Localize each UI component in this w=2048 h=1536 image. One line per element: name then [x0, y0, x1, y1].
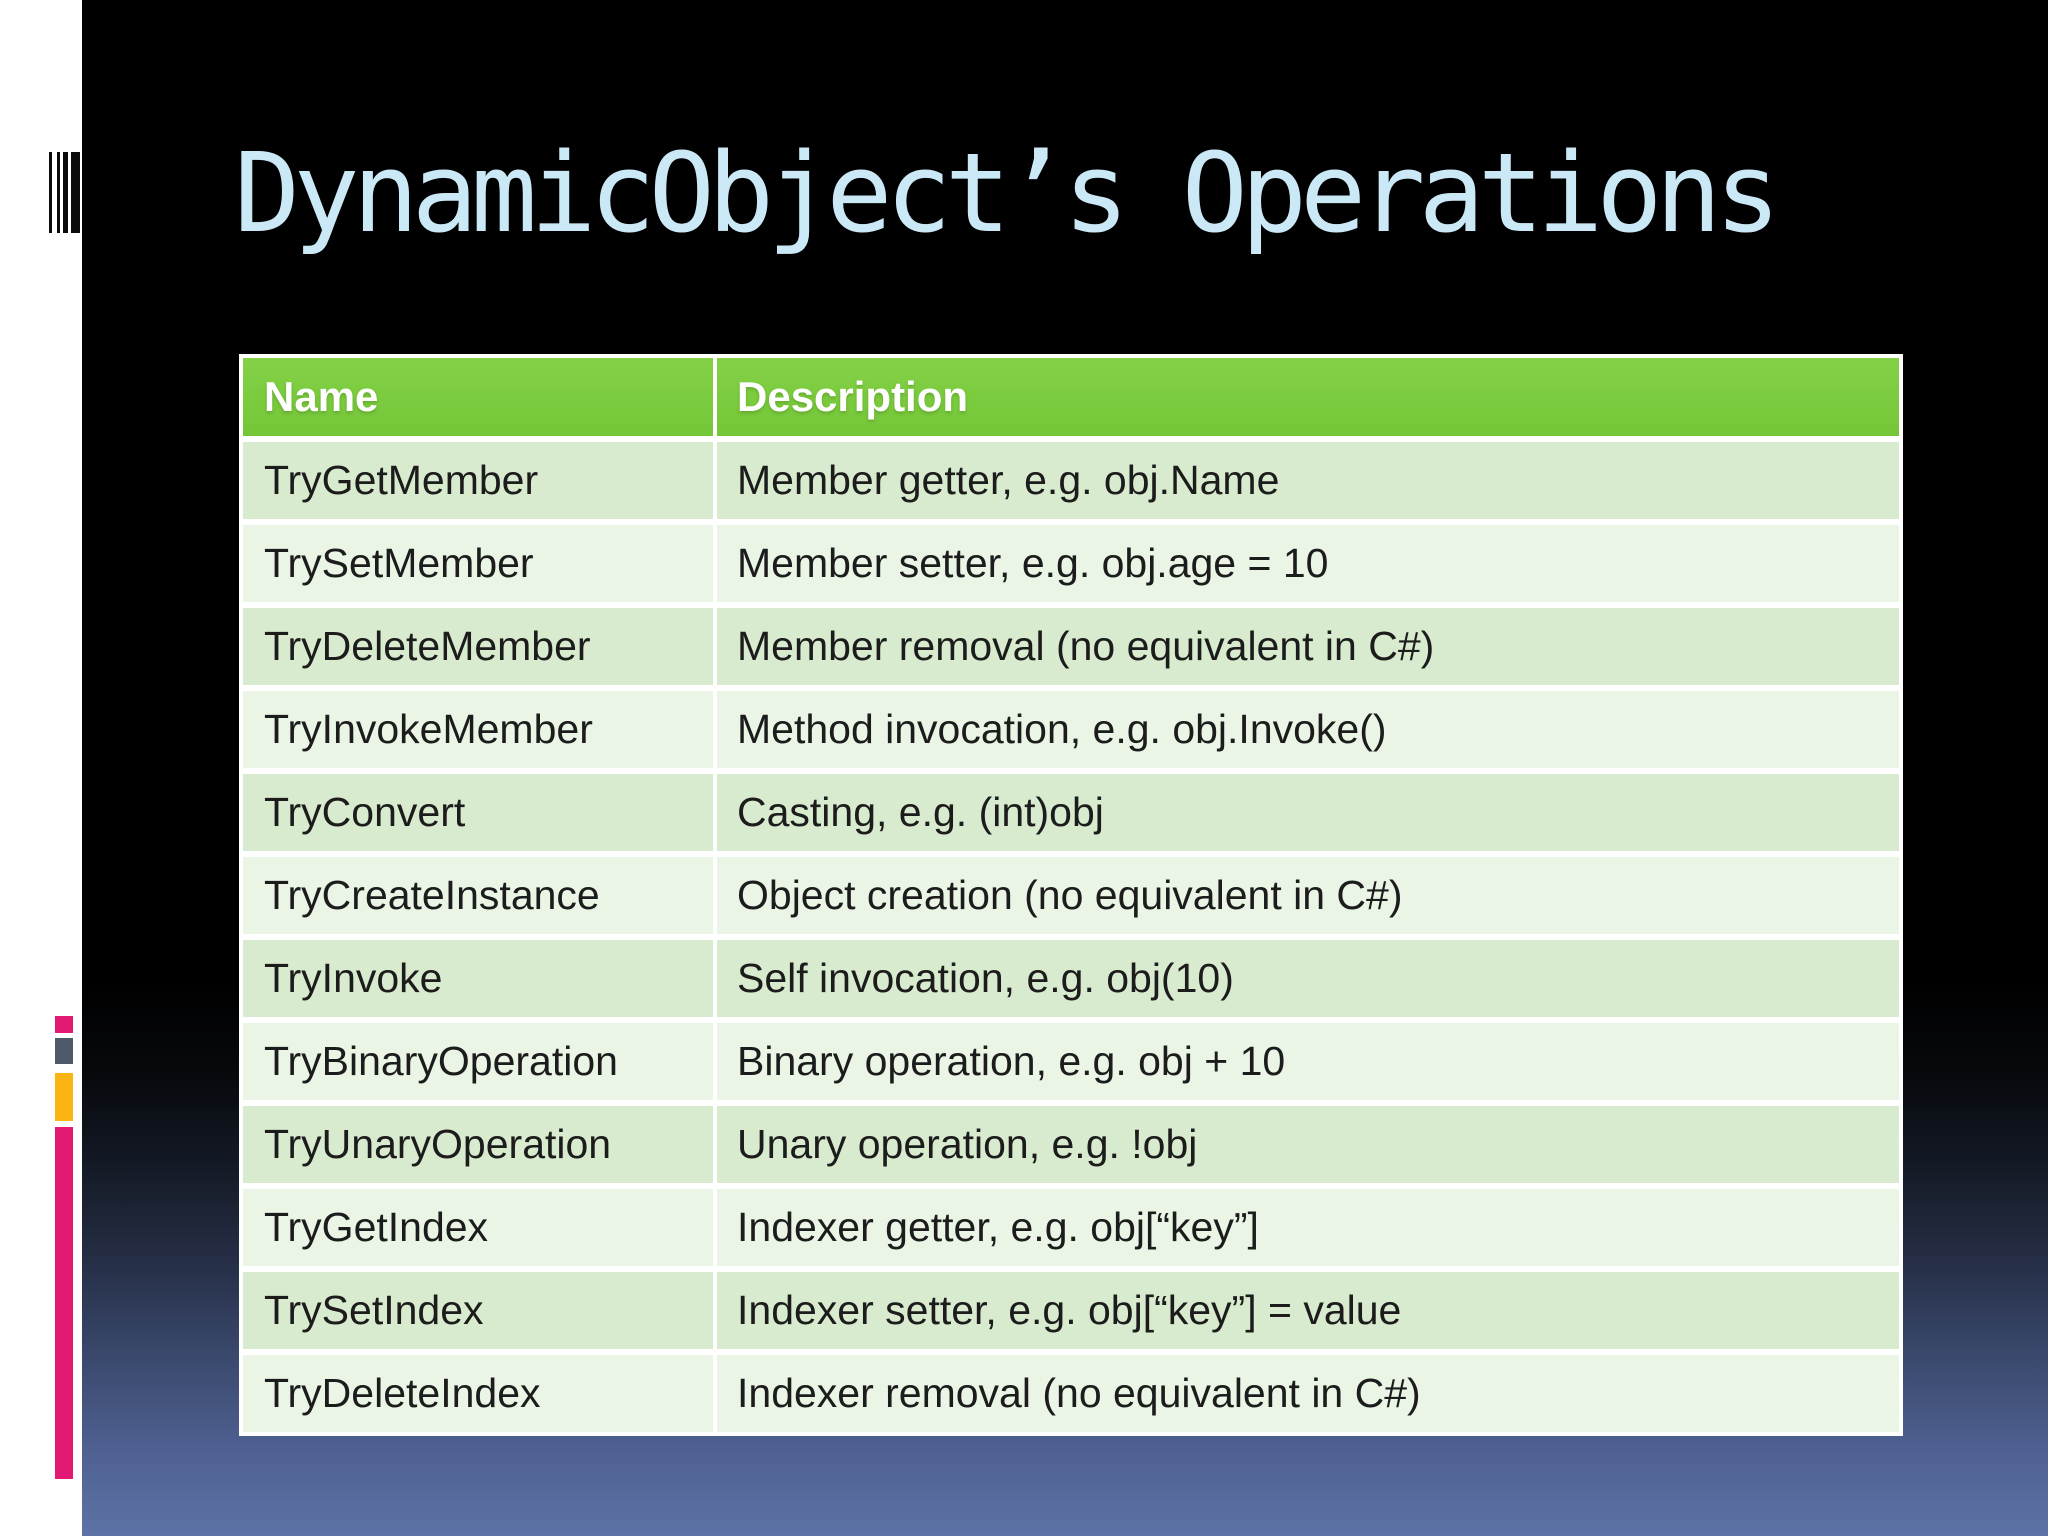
- pink-square-decoration: [55, 1016, 73, 1033]
- table-cell-name: TryUnaryOperation: [243, 1106, 713, 1183]
- barcode-bar: [57, 152, 60, 233]
- table-header-name: Name: [243, 358, 713, 436]
- table-cell-description: Indexer getter, e.g. obj[“key”]: [717, 1189, 1899, 1266]
- table-cell-name: TryInvokeMember: [243, 691, 713, 768]
- table-cell-description: Member setter, e.g. obj.age = 10: [717, 525, 1899, 602]
- barcode-icon: [0, 152, 82, 233]
- barcode-bar: [63, 152, 68, 233]
- table-cell-name: TryDeleteMember: [243, 608, 713, 685]
- table-cell-description: Indexer removal (no equivalent in C#): [717, 1355, 1899, 1432]
- table-cell-description: Unary operation, e.g. !obj: [717, 1106, 1899, 1183]
- table-cell-description: Self invocation, e.g. obj(10): [717, 940, 1899, 1017]
- table-cell-name: TryBinaryOperation: [243, 1023, 713, 1100]
- table-cell-name: TrySetIndex: [243, 1272, 713, 1349]
- table-cell-name: TrySetMember: [243, 525, 713, 602]
- barcode-bar: [49, 152, 52, 233]
- table-header-description: Description: [717, 358, 1899, 436]
- barcode-bar: [71, 152, 80, 233]
- table-cell-description: Member removal (no equivalent in C#): [717, 608, 1899, 685]
- table-cell-description: Indexer setter, e.g. obj[“key”] = value: [717, 1272, 1899, 1349]
- left-white-strip: [0, 0, 82, 1536]
- magenta-bar-decoration: [55, 1127, 73, 1479]
- table-cell-name: TryConvert: [243, 774, 713, 851]
- table-cell-description: Binary operation, e.g. obj + 10: [717, 1023, 1899, 1100]
- table-cell-name: TryCreateInstance: [243, 857, 713, 934]
- table-cell-name: TryGetIndex: [243, 1189, 713, 1266]
- slide-title: DynamicObject’s Operations: [234, 129, 1781, 257]
- gray-square-decoration: [55, 1038, 73, 1064]
- table-cell-name: TryDeleteIndex: [243, 1355, 713, 1432]
- table-cell-name: TryGetMember: [243, 442, 713, 519]
- table-cell-description: Method invocation, e.g. obj.Invoke(): [717, 691, 1899, 768]
- table-cell-description: Member getter, e.g. obj.Name: [717, 442, 1899, 519]
- table-cell-description: Object creation (no equivalent in C#): [717, 857, 1899, 934]
- table-cell-name: TryInvoke: [243, 940, 713, 1017]
- table-cell-description: Casting, e.g. (int)obj: [717, 774, 1899, 851]
- amber-square-decoration: [55, 1073, 73, 1121]
